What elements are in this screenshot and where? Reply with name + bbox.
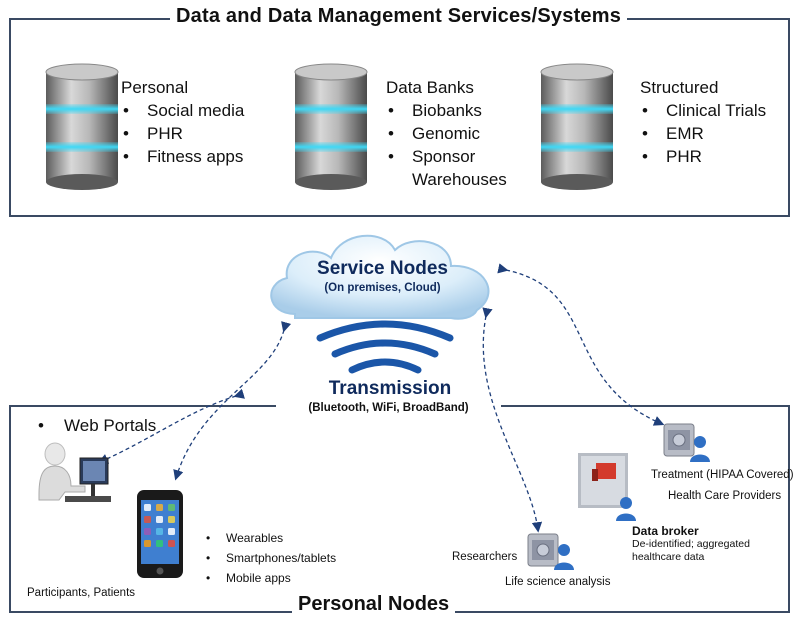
arrow-cloud-to-providers	[497, 263, 665, 426]
researchers-server-icon	[527, 533, 574, 570]
device-item: Mobile apps	[206, 568, 336, 588]
personal-item: Social media	[121, 99, 244, 122]
service-nodes-cloud: Service Nodes (On premises, Cloud)	[255, 222, 510, 337]
web-portals-label: Web Portals	[64, 416, 157, 435]
data-banks-database-icon	[294, 63, 368, 190]
participants-label: Participants, Patients	[27, 587, 136, 599]
transmission-title: Transmission	[328, 378, 452, 399]
data-banks-heading: Data Banks	[386, 78, 474, 97]
personal-item: PHR	[121, 122, 244, 145]
transmission-subtitle: (Bluetooth, WiFi, BroadBand)	[276, 402, 501, 414]
structured-database-icon	[540, 63, 614, 190]
personal-database-icon	[45, 63, 119, 190]
person-at-computer-icon	[38, 442, 111, 502]
health-care-server-icon	[663, 423, 710, 462]
treatment-label: Treatment (HIPAA Covered)	[651, 469, 794, 481]
data-broker-mailbox-icon	[578, 453, 636, 521]
structured-heading: Structured	[640, 78, 719, 97]
structured-group: Structured Clinical Trials EMR PHR	[640, 76, 766, 168]
device-item: Wearables	[206, 528, 336, 548]
smartphone-icon	[137, 490, 183, 578]
cloud-icon	[270, 234, 490, 320]
researchers-label: Researchers	[452, 551, 518, 563]
data-banks-group: Data Banks Biobanks Genomic Sponsor Ware…	[386, 76, 507, 191]
data-banks-item: Biobanks	[386, 99, 507, 122]
structured-item: Clinical Trials	[640, 99, 766, 122]
life-science-label: Life science analysis	[505, 576, 611, 588]
web-portals-item: Web Portals	[38, 416, 157, 436]
device-list: Wearables Smartphones/tablets Mobile app…	[206, 528, 336, 588]
device-item: Smartphones/tablets	[206, 548, 336, 568]
data-broker-label: Data broker	[632, 524, 699, 538]
data-broker-description: De-identified; aggregated healthcare dat…	[632, 538, 750, 563]
data-banks-item: Sponsor	[386, 145, 507, 168]
health-care-providers-label: Health Care Providers	[668, 490, 782, 502]
personal-heading: Personal	[121, 78, 189, 97]
data-management-title: Data and Data Management Services/System…	[170, 5, 628, 28]
personal-item: Fitness apps	[121, 145, 244, 168]
service-nodes-title: Service Nodes	[317, 258, 448, 279]
personal-group: Personal Social media PHR Fitness apps	[121, 76, 244, 168]
data-banks-item-continued: Warehouses	[412, 170, 507, 189]
structured-item: EMR	[640, 122, 766, 145]
personal-nodes-title: Personal Nodes	[292, 593, 456, 616]
data-banks-item: Genomic	[386, 122, 507, 145]
wireless-waves-icon	[316, 320, 454, 374]
service-nodes-subtitle: (On premises, Cloud)	[324, 282, 441, 294]
structured-item: PHR	[640, 145, 766, 168]
